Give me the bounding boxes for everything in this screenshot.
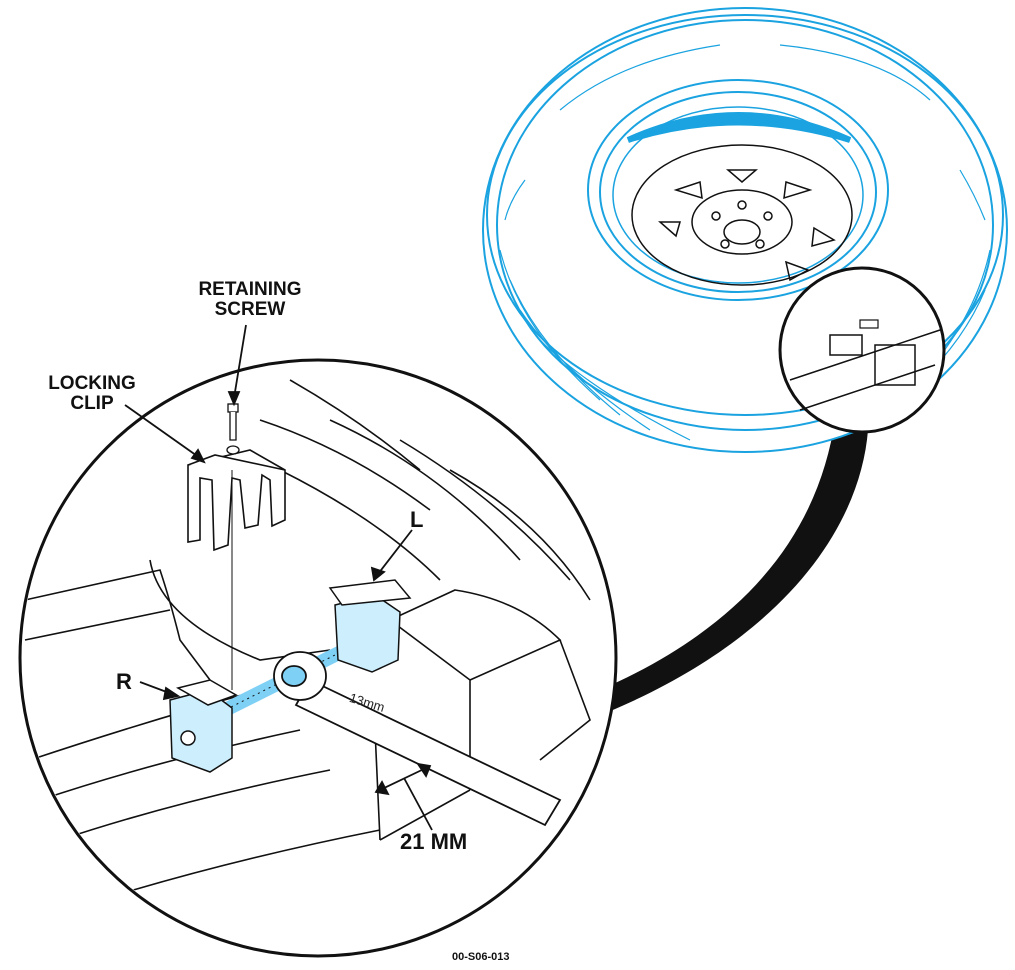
locking-clip-label-line1: LOCKING [48, 373, 136, 394]
retaining-screw-label-line1: RETAINING [198, 279, 302, 300]
figure-reference: 00-S06-013 [452, 951, 510, 963]
locking-clip [187, 449, 286, 552]
retaining-screw-label: RETAINING SCREW [170, 280, 330, 320]
wrench [273, 651, 562, 827]
detail-connector [600, 420, 868, 712]
locking-clip-label: LOCKING CLIP [22, 374, 162, 414]
retaining-screw-label-line2: SCREW [214, 298, 286, 320]
large-detail-circle [18, 358, 618, 958]
leader-lines [124, 324, 433, 831]
retaining-screw [226, 403, 240, 455]
block-right [169, 679, 238, 773]
left-label: L [410, 507, 424, 532]
locking-clip-label-line2: CLIP [70, 392, 114, 414]
dimension-label: 21 MM [400, 829, 468, 854]
block-left [328, 579, 412, 673]
small-detail-circle [778, 266, 946, 434]
right-label: R [116, 669, 132, 694]
wheel-hub [631, 144, 853, 286]
